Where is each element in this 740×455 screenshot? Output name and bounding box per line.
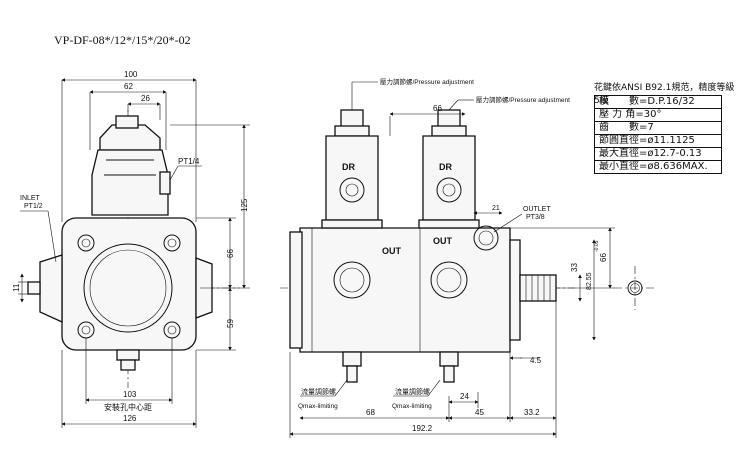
shaft-key	[27, 281, 41, 295]
dim-82-55: 82.55	[586, 272, 593, 290]
out-label-1: OUT	[382, 246, 402, 256]
dim-68: 68	[366, 408, 375, 417]
spec-label: 壓 力 角	[599, 109, 636, 120]
rear-cover	[289, 231, 303, 349]
inlet-size-label: PT1/2	[24, 203, 43, 210]
flow-adjust-label-2-en: Qmax-limiting	[392, 403, 432, 410]
compensator-cap	[99, 124, 161, 151]
inlet-label: INLET	[20, 195, 41, 202]
spec-label: 模 數	[599, 96, 639, 107]
side-view: DR DR OUT OUT 壓力調節螺/Pressure adjustment …	[280, 77, 615, 438]
spec-row: 節圓直徑=ø11.1125	[594, 134, 722, 148]
out-label-2: OUT	[433, 236, 453, 246]
spec-value: =ø12.7-0.13	[639, 148, 702, 159]
dim-192-2: 192.2	[412, 424, 433, 433]
spec-row: 齒 數=7	[594, 121, 722, 135]
spec-row: 模 數=D.P.16/32	[594, 95, 722, 109]
dim-24: 24	[460, 392, 469, 401]
dim-100: 100	[124, 70, 138, 79]
dim-59: 59	[226, 319, 235, 328]
adjust-screw-head	[115, 115, 139, 129]
dim-33: 33	[570, 263, 579, 272]
flow-adjust-label-1: 流量調節螺	[301, 387, 336, 396]
spec-value: =30°	[635, 109, 662, 120]
dim-26: 26	[141, 94, 150, 103]
spline-end-view	[614, 266, 656, 310]
dim-11: 11	[12, 283, 21, 292]
spec-row: 最大直徑=ø12.7-0.13	[594, 147, 722, 161]
dim-82-tol: -0.05	[594, 240, 600, 252]
spec-value: =7	[639, 122, 654, 133]
dim-66-right: 66	[599, 253, 608, 262]
compensator-housing	[91, 149, 169, 216]
flow-screw-2	[443, 365, 455, 383]
flow-adjust-label-2: 流量調節螺	[395, 387, 430, 396]
spec-value: =ø11.1125	[639, 135, 695, 146]
front-view: 100 62 26 PT1/4 INLET PT1/2 125 66 59	[12, 70, 250, 428]
bottom-plug	[120, 359, 136, 371]
dim-103: 103	[123, 390, 137, 399]
spec-label: 齒 數	[599, 122, 639, 133]
pump-body	[299, 227, 511, 353]
dim-125: 125	[240, 198, 249, 212]
spec-row: 壓 力 角=30°	[594, 108, 722, 122]
dr-label-1: DR	[342, 162, 355, 172]
dim-66-top: 66	[433, 104, 442, 113]
spec-value: =ø8.636MAX.	[639, 161, 708, 172]
inlet-boss	[39, 254, 63, 324]
dim-21: 21	[492, 205, 500, 212]
dim-66: 66	[226, 249, 235, 258]
spec-label: 節圓直徑	[599, 135, 639, 146]
spec-value: =D.P.16/32	[639, 96, 695, 107]
flow-screw-1	[346, 365, 358, 383]
dim-45: 45	[475, 408, 484, 417]
dim-62: 62	[124, 82, 133, 91]
pressure-adjust-label-2: 壓力調節螺/Pressure adjustment	[476, 95, 570, 104]
dim-33-2: 33.2	[524, 408, 540, 417]
pt14-port	[159, 171, 171, 195]
flow-adjust-label-1-en: Qmax-limiting	[298, 403, 338, 410]
pt14-label: PT1/4	[178, 157, 200, 166]
dr-label-2: DR	[439, 162, 452, 172]
dim-126: 126	[123, 414, 137, 423]
dim-4-5: 4.5	[530, 356, 542, 365]
pressure-adjust-label-1: 壓力調節螺/Pressure adjustment	[380, 77, 474, 86]
outlet-size-label: PT3/8	[526, 214, 545, 221]
outlet-label: OUTLET	[523, 206, 551, 213]
spec-row: 最小直徑=ø8.636MAX.	[594, 160, 722, 174]
spec-label: 最大直徑	[599, 148, 639, 159]
model-title: VP-DF-08*/12*/15*/20*-02	[54, 33, 191, 47]
mount-center-label: 安裝孔中心距	[104, 402, 152, 412]
spec-label: 最小直徑	[599, 161, 639, 172]
central-boss	[83, 243, 173, 333]
